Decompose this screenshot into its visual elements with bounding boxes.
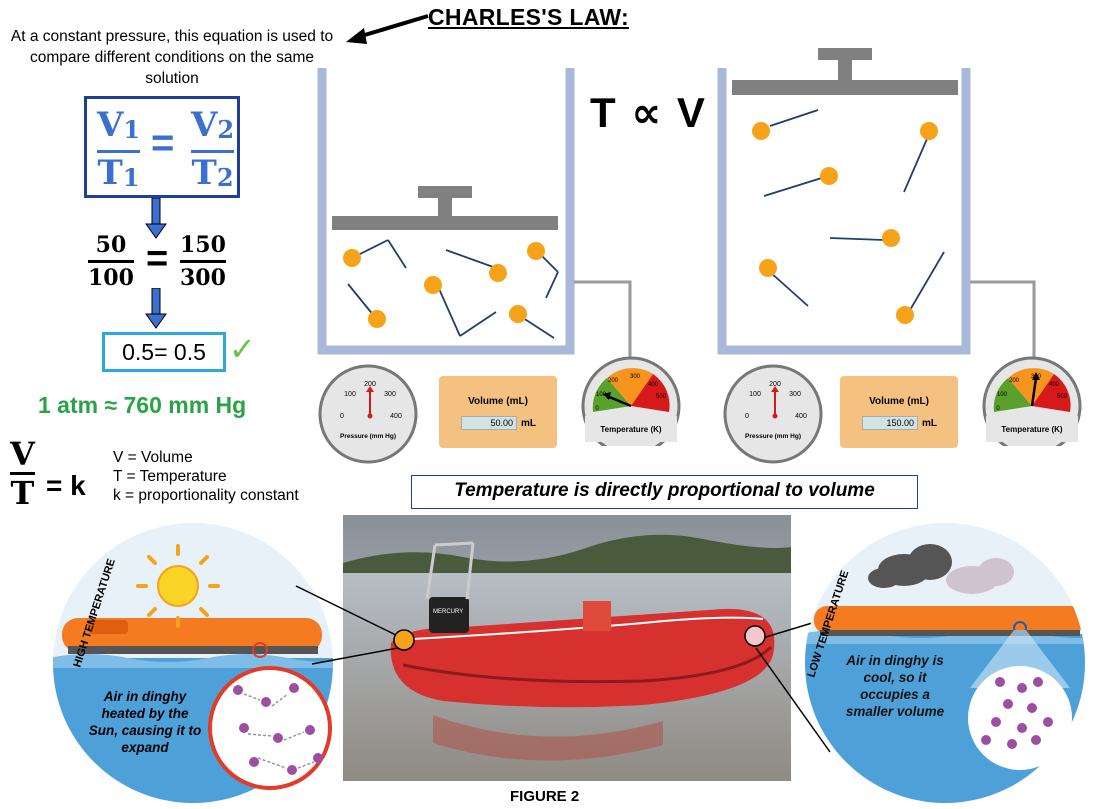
tick-label: 100 bbox=[344, 391, 356, 398]
volume-unit: mL bbox=[521, 418, 536, 429]
v2-over-t2-fraction: V2 T2 bbox=[191, 105, 235, 193]
tick-label: 0 bbox=[996, 406, 1000, 412]
right-pressure-gauge: 0 100 200 300 400 Pressure (mm Hg) bbox=[723, 364, 823, 464]
gas-molecules bbox=[233, 683, 323, 775]
volume-readout: 50.00 bbox=[461, 416, 517, 430]
proportional-formula: T ∝ V bbox=[590, 89, 707, 136]
tick-label: 300 bbox=[789, 391, 801, 398]
dinghy-tube bbox=[814, 606, 1084, 634]
cool-spot-marker bbox=[744, 625, 766, 647]
cylinders-diagram bbox=[317, 48, 1036, 358]
v-over-t-fraction: V T bbox=[10, 435, 35, 512]
cloud-icon bbox=[868, 544, 1014, 594]
gauge-needle bbox=[1030, 377, 1038, 407]
tick-label: 400 bbox=[1049, 382, 1060, 388]
boat-photo: MERCURY bbox=[343, 515, 791, 781]
intro-text: At a constant pressure, this equation is… bbox=[10, 28, 334, 87]
down-arrow-icon bbox=[145, 198, 167, 239]
right-piston-handle bbox=[818, 48, 872, 60]
legend-item: T = Temperature bbox=[113, 468, 227, 485]
left-piston-plate bbox=[332, 216, 558, 230]
right-container bbox=[717, 68, 971, 355]
right-volume-panel: Volume (mL) 150.00 mL bbox=[840, 376, 958, 448]
down-arrow-icon bbox=[145, 288, 167, 329]
tick-label: 0 bbox=[745, 413, 749, 420]
figure-caption: FIGURE 2 bbox=[510, 788, 580, 805]
gas-molecules bbox=[981, 677, 1053, 749]
v1-over-t1-fraction: V1 T1 bbox=[97, 105, 141, 193]
statement-box: Temperature is directly proportional to … bbox=[411, 475, 918, 509]
volume-label: Volume (mL) bbox=[468, 396, 528, 407]
volume-unit: mL bbox=[922, 418, 937, 429]
answer-box: 0.5= 0.5 bbox=[102, 332, 226, 372]
volume-label: Volume (mL) bbox=[869, 396, 929, 407]
equals-sign: = bbox=[151, 121, 175, 165]
gauge-needle bbox=[606, 394, 632, 408]
legend-item: V = Volume bbox=[113, 449, 193, 466]
inflatable-boat: MERCURY bbox=[390, 541, 775, 761]
tick-label: 500 bbox=[656, 394, 667, 400]
title-arrow-icon bbox=[346, 14, 429, 44]
gauge-label: Pressure (mm Hg) bbox=[745, 433, 801, 440]
variable-legend: V = Volume T = Temperature k = proportio… bbox=[113, 448, 299, 505]
high-temperature-text: Air in dinghy heated by the Sun, causing… bbox=[88, 689, 202, 755]
tick-label: 300 bbox=[630, 374, 641, 380]
tick-label: 100 bbox=[749, 391, 761, 398]
gauge-label: Temperature (K) bbox=[600, 425, 662, 434]
low-temperature-illustration: LOW TEMPERATURE Air in dinghy is cool, s… bbox=[805, 523, 1085, 803]
tick-label: 200 bbox=[608, 378, 619, 384]
right-piston-rod bbox=[838, 60, 852, 82]
left-cylinder bbox=[317, 68, 575, 355]
gauge-label: Temperature (K) bbox=[1001, 425, 1063, 434]
right-particles bbox=[752, 122, 938, 324]
left-piston-rod bbox=[438, 196, 452, 218]
tick-label: 100 bbox=[997, 392, 1008, 398]
equals-k: = k bbox=[46, 470, 86, 501]
left-pipe bbox=[574, 280, 632, 358]
legend-item: k = proportionality constant bbox=[113, 487, 299, 504]
warm-spot-marker bbox=[393, 629, 415, 651]
right-piston-plate bbox=[732, 80, 958, 95]
tick-label: 200 bbox=[769, 381, 781, 388]
tick-label: 100 bbox=[596, 392, 607, 398]
gauge-label: Pressure (mm Hg) bbox=[340, 433, 396, 440]
zoom-circle bbox=[208, 666, 332, 790]
zoom-circle bbox=[968, 666, 1072, 770]
tick-label: 500 bbox=[1057, 394, 1068, 400]
volume-readout: 150.00 bbox=[862, 416, 918, 430]
left-container bbox=[317, 68, 575, 355]
charles-equation-box: V1 T1 = V2 T2 bbox=[84, 96, 240, 198]
left-volume-panel: Volume (mL) 50.00 mL bbox=[439, 376, 557, 448]
example-right-fraction: 150 300 bbox=[180, 232, 226, 291]
boat-brand: MERCURY bbox=[433, 609, 463, 615]
atm-conversion: 1 atm ≈ 760 mm Hg bbox=[38, 392, 247, 418]
right-particle-trails bbox=[763, 109, 945, 311]
tick-label: 400 bbox=[390, 413, 402, 420]
left-temperature-gauge: 0 100 200 300 400 500 Temperature (K) bbox=[581, 356, 681, 446]
tick-label: 0 bbox=[340, 413, 344, 420]
distant-hills bbox=[343, 534, 791, 575]
example-equals-sign: = bbox=[146, 238, 169, 280]
tick-label: 400 bbox=[795, 413, 807, 420]
left-piston-handle bbox=[418, 186, 472, 198]
left-pressure-gauge: 0 100 200 300 400 Pressure (mm Hg) bbox=[318, 364, 418, 464]
right-cylinder bbox=[717, 48, 971, 355]
tick-label: 400 bbox=[648, 382, 659, 388]
right-temperature-gauge: 0 100 200 300 400 500 Temperature (K) bbox=[982, 356, 1082, 446]
page-title: CHARLES'S LAW: bbox=[428, 4, 629, 30]
check-icon: ✓ bbox=[229, 331, 256, 367]
example-left-fraction: 50 100 bbox=[88, 232, 134, 291]
outboard-motor bbox=[429, 597, 469, 633]
tick-label: 200 bbox=[1009, 378, 1020, 384]
right-pipe bbox=[970, 280, 1036, 358]
tick-label: 300 bbox=[384, 391, 396, 398]
sun-icon bbox=[136, 544, 220, 628]
tick-label: 200 bbox=[364, 381, 376, 388]
high-temperature-illustration: HIGH TEMPERATURE Air in dinghy heated by… bbox=[53, 523, 333, 803]
tick-label: 0 bbox=[595, 406, 599, 412]
left-particles bbox=[343, 242, 545, 328]
low-temperature-text: Air in dinghy is cool, so it occupies a … bbox=[845, 653, 945, 719]
